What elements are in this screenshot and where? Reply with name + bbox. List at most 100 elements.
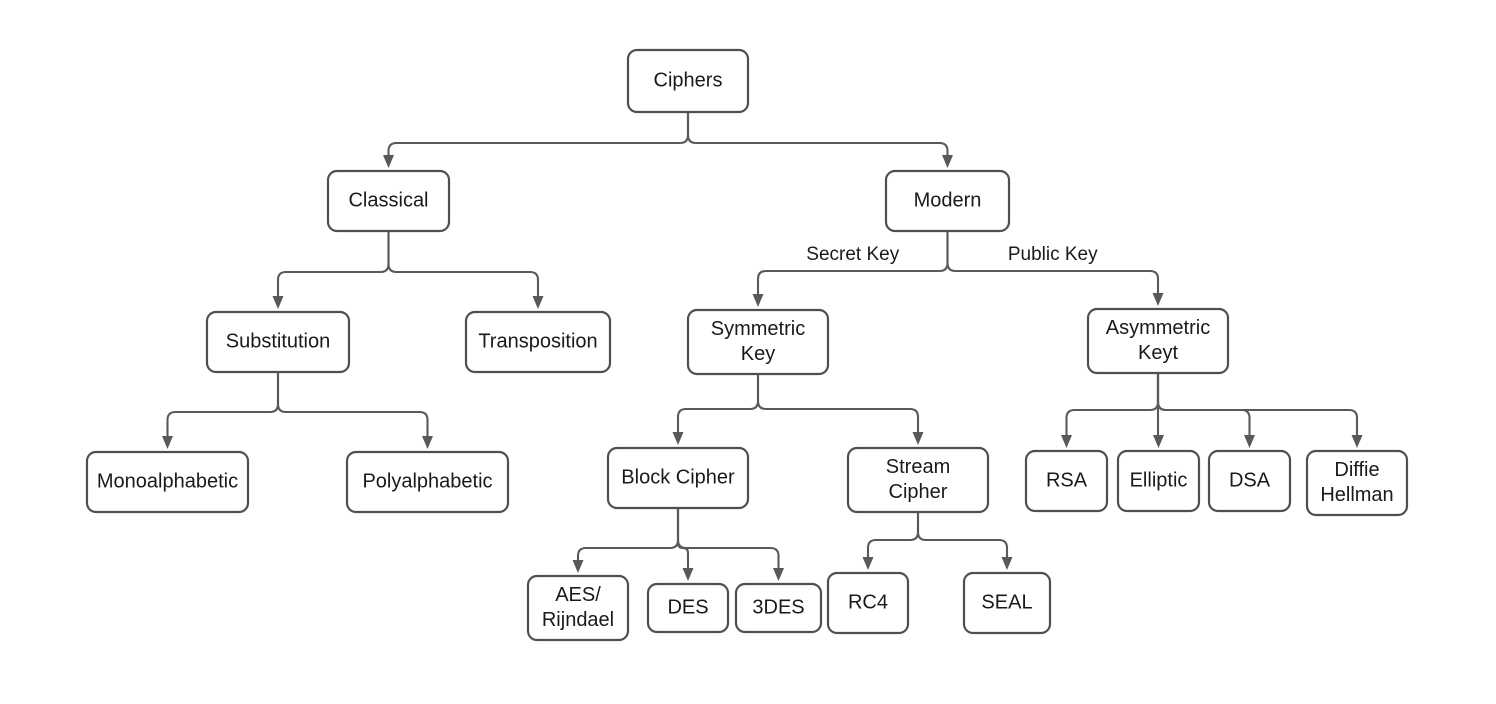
node-classical[interactable]: Classical <box>326 169 451 233</box>
node-box-3des[interactable] <box>734 582 823 634</box>
edge-block-to-des <box>676 506 694 581</box>
edge-arrowhead <box>773 568 784 581</box>
node-box-modern[interactable] <box>884 169 1011 233</box>
edge-arrowhead <box>1244 435 1255 448</box>
edge-line <box>676 506 780 570</box>
edge-arrowhead <box>162 436 173 449</box>
edge-asymmetric-to-diffie <box>1156 371 1363 448</box>
node-poly[interactable]: Polyalphabetic <box>345 450 510 514</box>
node-label-elliptic: Elliptic <box>1130 469 1188 491</box>
node-mono[interactable]: Monoalphabetic <box>85 450 250 514</box>
node-ciphers[interactable]: Ciphers <box>626 48 750 114</box>
node-label-seal: SEAL <box>981 591 1032 613</box>
edge-line <box>676 372 760 434</box>
edge-arrowhead <box>1152 293 1164 306</box>
edge-arrowhead <box>1061 435 1072 448</box>
node-rc4[interactable]: RC4 <box>826 571 910 635</box>
edge-arrowhead <box>272 296 284 309</box>
edge-block-to-aes <box>572 506 680 573</box>
node-label-diffie: Hellman <box>1320 484 1393 506</box>
edge-classical-to-substitution <box>272 229 390 309</box>
node-box-stream[interactable] <box>846 446 990 514</box>
edge-line <box>387 110 690 157</box>
edge-classical-to-transposition <box>387 229 544 309</box>
edge-stream-to-rc4 <box>862 510 920 570</box>
edge-line <box>276 370 429 438</box>
edge-arrowhead <box>942 155 953 168</box>
node-label-stream: Stream <box>886 456 950 478</box>
node-label-aes: Rijndael <box>542 609 614 631</box>
edge-line <box>576 506 680 562</box>
edge-arrowhead <box>752 294 764 307</box>
node-box-des[interactable] <box>646 582 730 634</box>
edge-arrowhead <box>1001 557 1013 570</box>
node-elliptic[interactable]: Elliptic <box>1116 449 1201 513</box>
edge-line <box>1156 371 1359 437</box>
edge-arrowhead <box>912 432 924 445</box>
edge-label-asymmetric: Public Key <box>997 243 1108 267</box>
node-dsa[interactable]: DSA <box>1207 449 1292 513</box>
edge-arrowhead <box>532 296 544 309</box>
node-box-classical[interactable] <box>326 169 451 233</box>
edge-substitution-to-poly <box>276 370 433 449</box>
node-box-substitution[interactable] <box>205 310 351 374</box>
edge-label-backdrop <box>797 243 908 267</box>
edge-label-symmetric: Secret Key <box>797 243 908 267</box>
node-label-ciphers: Ciphers <box>654 69 723 91</box>
node-box-rsa[interactable] <box>1024 449 1109 513</box>
edge-line <box>866 510 920 559</box>
node-label-diffie: Diffie <box>1334 459 1379 481</box>
node-box-elliptic[interactable] <box>1116 449 1201 513</box>
edge-label-text: Secret Key <box>806 244 899 265</box>
node-box-transposition[interactable] <box>464 310 612 374</box>
edge-arrowhead <box>672 432 684 445</box>
node-substitution[interactable]: Substitution <box>205 310 351 374</box>
edge-line <box>946 229 1160 295</box>
edge-layer <box>162 110 1363 581</box>
node-box-poly[interactable] <box>345 450 510 514</box>
node-label-3des: 3DES <box>752 596 804 618</box>
edge-substitution-to-mono <box>162 370 280 449</box>
node-box-ciphers[interactable] <box>626 48 750 114</box>
node-label-classical: Classical <box>348 189 428 211</box>
node-seal[interactable]: SEAL <box>962 571 1052 635</box>
node-modern[interactable]: Modern <box>884 169 1011 233</box>
node-box-block[interactable] <box>606 446 750 510</box>
node-block[interactable]: Block Cipher <box>606 446 750 510</box>
node-label-rc4: RC4 <box>848 591 888 613</box>
edge-label-backdrop <box>997 243 1108 267</box>
edge-line <box>387 229 540 298</box>
node-box-mono[interactable] <box>85 450 250 514</box>
edge-line <box>1065 371 1160 437</box>
edge-label-layer: Secret Key Public Key <box>797 243 1108 267</box>
node-aes[interactable]: AES/Rijndael <box>526 574 630 642</box>
edge-arrowhead <box>572 560 584 573</box>
node-label-stream: Cipher <box>889 481 948 503</box>
node-box-dsa[interactable] <box>1207 449 1292 513</box>
node-box-asymmetric[interactable] <box>1086 307 1230 375</box>
node-label-mono: Monoalphabetic <box>97 470 238 492</box>
edge-modern-to-symmetric <box>752 229 949 307</box>
node-label-aes: AES/ <box>555 584 601 606</box>
node-transposition[interactable]: Transposition <box>464 310 612 374</box>
node-3des[interactable]: 3DES <box>734 582 823 634</box>
node-box-aes[interactable] <box>526 574 630 642</box>
node-label-dsa: DSA <box>1229 469 1271 491</box>
edge-asymmetric-to-rsa <box>1061 371 1160 448</box>
node-box-seal[interactable] <box>962 571 1052 635</box>
node-box-diffie[interactable] <box>1305 449 1409 517</box>
node-label-block: Block Cipher <box>621 466 735 488</box>
edge-arrowhead <box>1351 435 1363 448</box>
node-rsa[interactable]: RSA <box>1024 449 1109 513</box>
node-des[interactable]: DES <box>646 582 730 634</box>
edge-block-to-3des <box>676 506 784 581</box>
node-box-rc4[interactable] <box>826 571 910 635</box>
node-box-symmetric[interactable] <box>686 308 830 376</box>
